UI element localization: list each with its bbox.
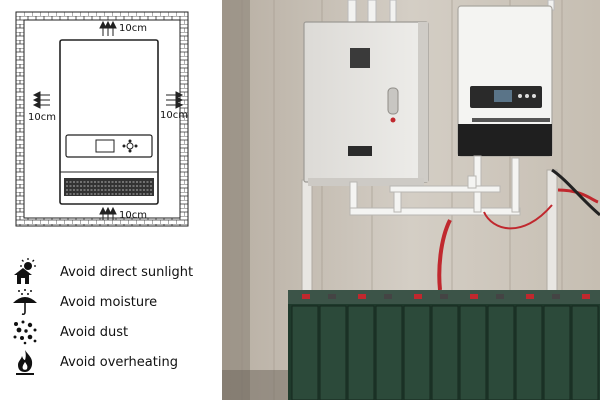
bottom-clearance-arrows [99, 206, 117, 220]
right-clearance-label: 10cm [160, 110, 188, 121]
precaution-item-overheating: Avoid overheating [10, 348, 220, 376]
left-clearance-label: 10cm [28, 112, 56, 123]
battery-bank [288, 290, 600, 400]
inverter-unit [457, 5, 553, 157]
left-clearance-arrows [32, 91, 50, 109]
precaution-label: Avoid moisture [60, 294, 158, 310]
precaution-item-moisture: Avoid moisture [10, 288, 220, 316]
conduit-pipes [349, 155, 521, 216]
installation-guide-panel: 10cm 10cm 10cm 10cm Avoid direct s [0, 0, 222, 400]
clearance-diagram [15, 11, 189, 227]
vent-grille [64, 178, 154, 196]
precaution-label: Avoid overheating [60, 354, 178, 370]
top-clearance-label: 10cm [119, 23, 147, 34]
distribution-box [303, 21, 429, 186]
top-clearance-arrows [99, 20, 117, 36]
red-cable [437, 219, 452, 291]
dust-icon [10, 318, 40, 346]
precaution-item-dust: Avoid dust [10, 318, 220, 346]
precaution-label: Avoid dust [60, 324, 129, 340]
sun-icon [10, 258, 40, 286]
precaution-label: Avoid direct sunlight [60, 264, 194, 280]
umbrella-rain-icon [10, 288, 40, 316]
fire-icon [10, 348, 40, 376]
bottom-clearance-label: 10cm [119, 210, 147, 221]
precaution-item-sunlight: Avoid direct sunlight [10, 258, 220, 286]
inverter-outline [59, 39, 159, 205]
installation-photo [222, 0, 600, 400]
right-clearance-arrows [166, 91, 184, 109]
